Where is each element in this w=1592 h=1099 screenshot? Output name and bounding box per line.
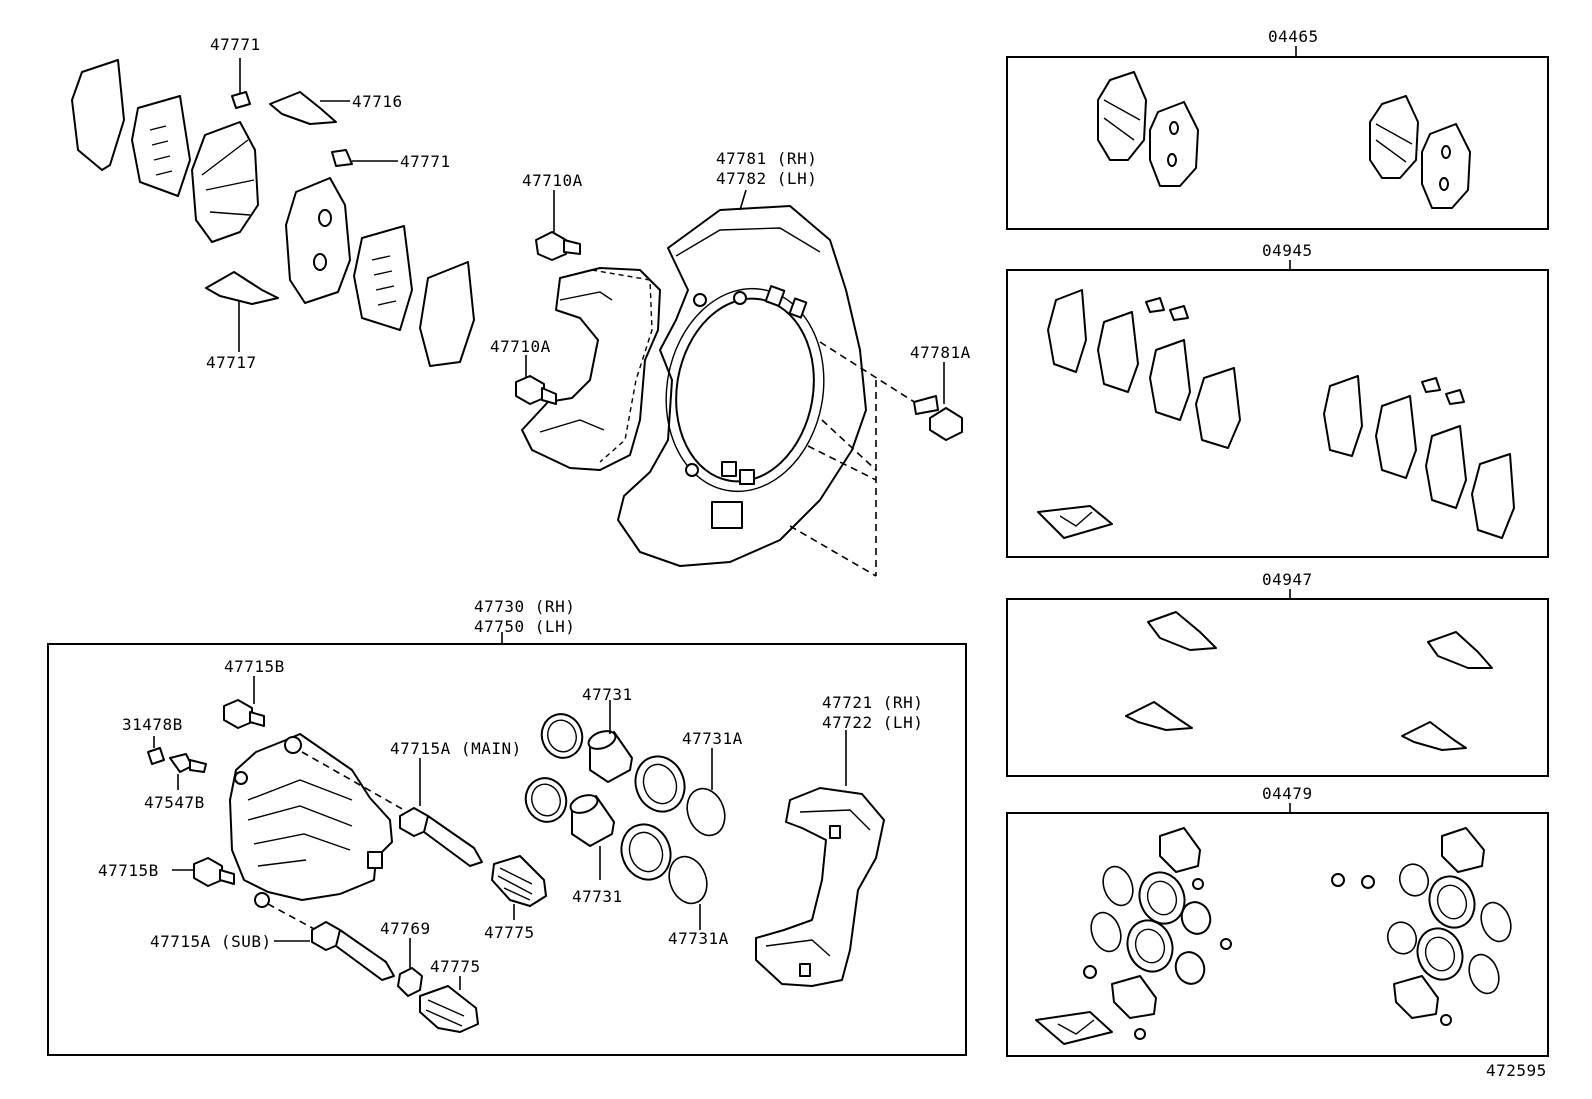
kit-04945[interactable] bbox=[1006, 260, 1549, 558]
label-47731A-top: 47731A bbox=[682, 729, 743, 748]
bleeder-plug-cap[interactable] bbox=[147, 747, 165, 765]
label-47715A-main: 47715A (MAIN) bbox=[390, 739, 522, 758]
pad-shim-outer-2[interactable] bbox=[419, 261, 475, 367]
caliper-bolt-47715B-top[interactable] bbox=[223, 699, 265, 729]
label-47771-mid: 47771 bbox=[400, 152, 451, 171]
bleeder-plug[interactable] bbox=[169, 753, 207, 773]
pad-clip-47771-top[interactable] bbox=[231, 91, 251, 109]
figure-id: 472595 bbox=[1486, 1061, 1547, 1080]
label-47775-b: 47775 bbox=[430, 957, 481, 976]
slide-pin-main[interactable] bbox=[399, 807, 483, 867]
cylinder-boot-upper[interactable] bbox=[628, 749, 692, 818]
cylinder-boot-lower[interactable] bbox=[614, 817, 678, 886]
label-47781-rh: 47781 (RH) bbox=[716, 149, 817, 168]
label-47710A-top: 47710A bbox=[522, 171, 583, 190]
label-47750-lh: 47750 (LH) bbox=[474, 617, 575, 636]
kit-04479[interactable] bbox=[1006, 803, 1549, 1057]
kit-04465[interactable] bbox=[1006, 46, 1549, 230]
label-47775-a: 47775 bbox=[484, 923, 535, 942]
pad-shim-outer[interactable] bbox=[71, 59, 125, 171]
label-47782-lh: 47782 (LH) bbox=[716, 169, 817, 188]
shim-slots bbox=[149, 125, 173, 176]
brake-pad-group bbox=[71, 59, 475, 367]
label-31478B: 31478B bbox=[122, 715, 183, 734]
kit-label-04479: 04479 bbox=[1262, 784, 1313, 803]
piston-seal-upper[interactable] bbox=[536, 708, 589, 763]
pad-shim-plate-2[interactable] bbox=[353, 225, 413, 331]
dust-cover-bolt[interactable] bbox=[913, 395, 963, 441]
slide-pin-sub[interactable] bbox=[311, 921, 395, 981]
label-47731A-low: 47731A bbox=[668, 929, 729, 948]
caliper-cylinder-body[interactable] bbox=[229, 733, 393, 908]
label-47715B-low: 47715B bbox=[98, 861, 159, 880]
label-47730-rh: 47730 (RH) bbox=[474, 597, 575, 616]
caliper-piston-upper[interactable] bbox=[586, 728, 633, 783]
label-47771-top: 47771 bbox=[210, 35, 261, 54]
disc-brake-dust-cover[interactable] bbox=[617, 205, 867, 567]
label-47717: 47717 bbox=[206, 353, 257, 372]
caliper-mounting-bracket[interactable] bbox=[521, 267, 661, 471]
caliper-piston-lower[interactable] bbox=[568, 792, 615, 847]
bracket-bolt-lower[interactable] bbox=[515, 375, 557, 405]
label-47722-lh: 47722 (LH) bbox=[822, 713, 923, 732]
piston-seal-lower[interactable] bbox=[520, 772, 573, 827]
cylinder-slide-bushing-boot-upper[interactable] bbox=[491, 855, 547, 907]
cylinder-slide-bushing-boot-lower[interactable] bbox=[419, 985, 479, 1033]
label-47715B-top: 47715B bbox=[224, 657, 285, 676]
caliper-bolt-47715B-low[interactable] bbox=[193, 857, 235, 887]
label-47710A-low: 47710A bbox=[490, 337, 551, 356]
leader-lines-pads bbox=[238, 58, 398, 352]
pad-wear-indicator-47716[interactable] bbox=[269, 91, 337, 125]
pad-clip-47771-mid[interactable] bbox=[331, 149, 353, 167]
label-47731-top: 47731 bbox=[582, 685, 633, 704]
caliper-assembly-box bbox=[47, 643, 967, 1056]
kit-04947[interactable] bbox=[1006, 589, 1549, 777]
kit-label-04947: 04947 bbox=[1262, 570, 1313, 589]
label-47721-rh: 47721 (RH) bbox=[822, 693, 923, 712]
assembly-dashed-lines bbox=[789, 341, 931, 577]
pad-shim-plate[interactable] bbox=[131, 95, 191, 197]
caliper-support-mounting[interactable] bbox=[755, 787, 885, 987]
label-47781A: 47781A bbox=[910, 343, 971, 362]
bracket-bolt-upper[interactable] bbox=[535, 231, 581, 261]
label-47716: 47716 bbox=[352, 92, 403, 111]
kit-label-04945: 04945 bbox=[1262, 241, 1313, 260]
label-47769: 47769 bbox=[380, 919, 431, 938]
label-47731-low: 47731 bbox=[572, 887, 623, 906]
boot-ring-lower[interactable] bbox=[663, 851, 713, 908]
brake-pad-inner[interactable] bbox=[191, 121, 259, 243]
slide-bushing[interactable] bbox=[397, 967, 423, 997]
label-47715A-sub: 47715A (SUB) bbox=[150, 932, 272, 951]
brake-pad-outer[interactable] bbox=[285, 177, 351, 304]
pad-wear-indicator-47717[interactable] bbox=[205, 271, 279, 305]
label-47547B: 47547B bbox=[144, 793, 205, 812]
kit-label-04465: 04465 bbox=[1268, 27, 1319, 46]
boot-ring-upper[interactable] bbox=[681, 783, 731, 840]
